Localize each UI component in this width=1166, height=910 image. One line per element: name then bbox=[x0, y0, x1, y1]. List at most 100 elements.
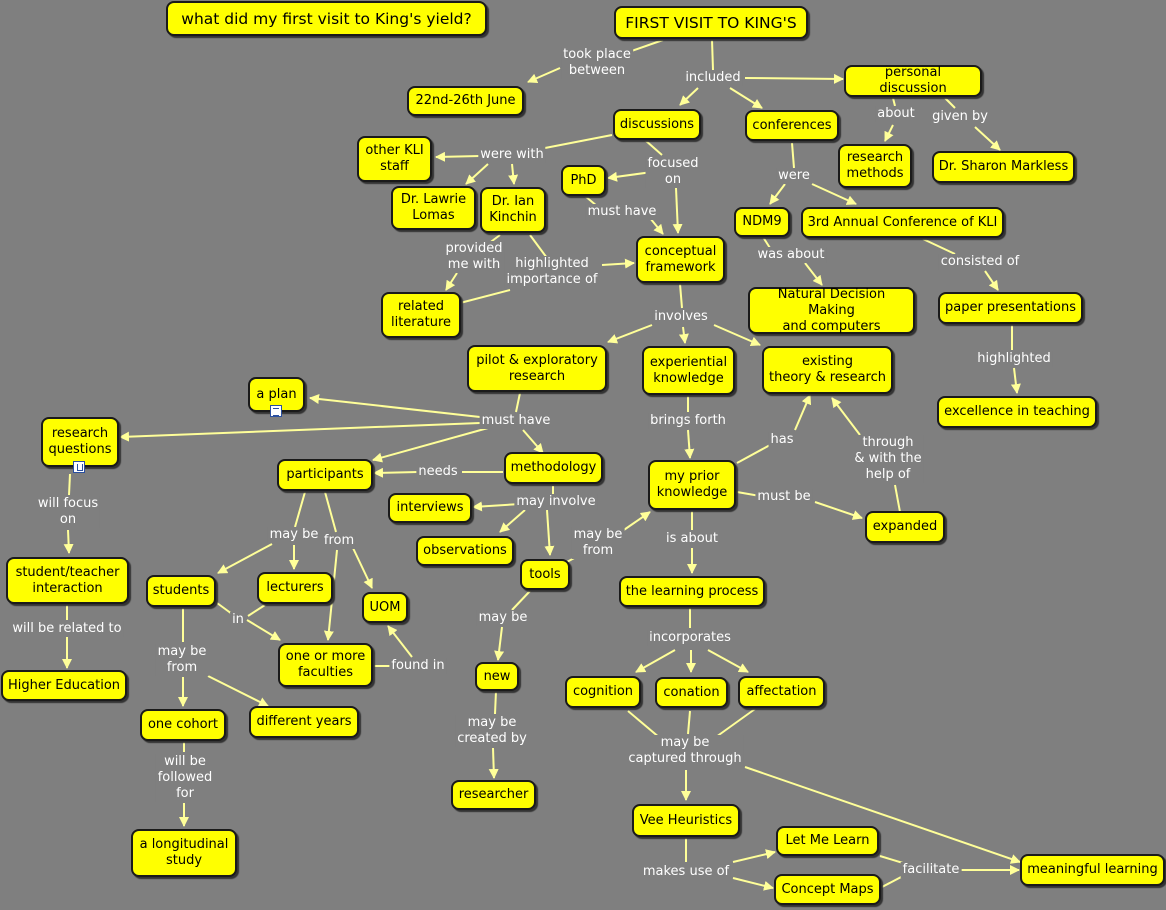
edge bbox=[894, 484, 901, 513]
node-cognition[interactable]: cognition bbox=[565, 676, 641, 708]
node-longitudinal-study[interactable]: a longitudinal study bbox=[131, 829, 237, 877]
link-needs: needs bbox=[416, 464, 460, 480]
node-methodology[interactable]: methodology bbox=[504, 452, 603, 484]
node-natural-decision-making[interactable]: Natural Decision Making and computers bbox=[748, 287, 915, 334]
document-icon[interactable] bbox=[270, 405, 282, 417]
node-tools[interactable]: tools bbox=[520, 559, 570, 590]
node-learning-process[interactable]: the learning process bbox=[619, 576, 765, 607]
link-took-place-between: took place between bbox=[561, 47, 633, 79]
edge bbox=[881, 875, 904, 888]
link-provided-me-with: provided me with bbox=[443, 241, 505, 273]
edge bbox=[635, 649, 676, 673]
edge bbox=[879, 855, 904, 864]
node-lawrie-lomas[interactable]: Dr. Lawrie Lomas bbox=[391, 186, 476, 230]
node-annual-conference[interactable]: 3rd Annual Conference of KLI bbox=[801, 207, 1004, 238]
edge bbox=[488, 747, 499, 779]
node-vee-heuristics[interactable]: Vee Heuristics bbox=[632, 804, 740, 837]
link-captured-through: may be captured through bbox=[626, 735, 744, 767]
node-different-years[interactable]: different years bbox=[249, 706, 359, 738]
node-let-me-learn[interactable]: Let Me Learn bbox=[776, 826, 879, 856]
node-student-teacher-interaction[interactable]: student/teacher interaction bbox=[6, 557, 129, 604]
node-observations[interactable]: observations bbox=[416, 536, 514, 566]
edge bbox=[607, 171, 653, 182]
link-focused-on: focused on bbox=[645, 156, 701, 188]
node-lecturers[interactable]: lecturers bbox=[257, 572, 333, 604]
node-research-methods[interactable]: research methods bbox=[838, 144, 912, 188]
node-excellence-teaching[interactable]: excellence in teaching bbox=[937, 396, 1097, 428]
node-new[interactable]: new bbox=[475, 662, 519, 691]
edge bbox=[892, 97, 896, 107]
node-prior-knowledge[interactable]: my prior knowledge bbox=[648, 460, 736, 510]
edge bbox=[324, 491, 337, 533]
edge bbox=[246, 619, 281, 641]
node-affectation[interactable]: affectation bbox=[738, 676, 825, 708]
edge bbox=[515, 392, 521, 413]
edge bbox=[373, 467, 419, 478]
node-uom[interactable]: UOM bbox=[362, 592, 408, 623]
node-conation[interactable]: conation bbox=[655, 677, 728, 708]
question-title[interactable]: what did my first visit to King's yield? bbox=[166, 1, 487, 36]
edge bbox=[352, 547, 373, 589]
link-is-about: is about bbox=[663, 531, 721, 547]
node-first-visit[interactable]: FIRST VISIT TO KING'S bbox=[614, 6, 808, 39]
edge bbox=[649, 217, 664, 235]
edge bbox=[119, 422, 481, 442]
link-through-help-of: through & with the help of bbox=[852, 435, 924, 483]
edge bbox=[794, 394, 812, 431]
edge bbox=[736, 444, 771, 464]
link-consisted-of: consisted of bbox=[938, 254, 1022, 270]
node-research-questions[interactable]: research questions bbox=[41, 417, 119, 467]
edge bbox=[387, 625, 413, 658]
node-related-literature[interactable]: related literature bbox=[381, 292, 461, 338]
node-dates[interactable]: 22nd-26th June bbox=[407, 86, 524, 116]
node-interviews[interactable]: interviews bbox=[388, 493, 472, 523]
node-concept-maps[interactable]: Concept Maps bbox=[774, 874, 881, 905]
node-participants[interactable]: participants bbox=[277, 459, 373, 491]
edge bbox=[687, 710, 691, 735]
edge bbox=[212, 599, 233, 615]
edge bbox=[527, 67, 561, 83]
edge bbox=[769, 183, 786, 205]
node-faculties[interactable]: one or more faculties bbox=[278, 643, 373, 687]
edge bbox=[679, 87, 699, 106]
node-researcher[interactable]: researcher bbox=[451, 780, 536, 810]
node-discussions[interactable]: discussions bbox=[613, 109, 701, 140]
link-must-be: must be bbox=[755, 489, 813, 505]
edge bbox=[544, 509, 555, 556]
node-other-kli-staff[interactable]: other KLI staff bbox=[357, 136, 432, 182]
node-students[interactable]: students bbox=[146, 575, 216, 607]
edge bbox=[814, 501, 863, 520]
edge bbox=[684, 429, 695, 459]
link-has: has bbox=[768, 432, 796, 448]
link-brings-forth: brings forth bbox=[648, 413, 728, 429]
edge bbox=[711, 39, 714, 71]
concept-map-icon[interactable] bbox=[73, 461, 85, 473]
edge bbox=[309, 394, 481, 418]
node-ndm9[interactable]: NDM9 bbox=[734, 207, 790, 237]
node-existing-theory[interactable]: existing theory & research bbox=[762, 346, 893, 394]
node-higher-education[interactable]: Higher Education bbox=[1, 670, 127, 701]
edge bbox=[1010, 367, 1021, 394]
edge bbox=[607, 324, 653, 344]
edge bbox=[744, 73, 844, 84]
edge bbox=[68, 473, 71, 496]
node-sharon-markless[interactable]: Dr. Sharon Markless bbox=[932, 151, 1075, 183]
edge bbox=[544, 134, 613, 149]
node-conceptual-framework[interactable]: conceptual framework bbox=[636, 236, 725, 283]
node-meaningful-learning[interactable]: meaningful learning bbox=[1020, 854, 1165, 886]
node-ian-kinchin[interactable]: Dr. Ian Kinchin bbox=[480, 187, 546, 233]
link-in: in bbox=[230, 612, 246, 628]
link-were-with: were with bbox=[478, 147, 546, 163]
node-experiential-knowledge[interactable]: experiential knowledge bbox=[642, 346, 735, 395]
node-expanded[interactable]: expanded bbox=[865, 511, 945, 543]
node-one-cohort[interactable]: one cohort bbox=[140, 709, 226, 741]
node-phd[interactable]: PhD bbox=[561, 165, 606, 196]
edge bbox=[707, 649, 749, 673]
edge bbox=[974, 126, 1001, 151]
node-conferences[interactable]: conferences bbox=[745, 110, 839, 141]
node-personal-discussion[interactable]: personal discussion bbox=[844, 65, 982, 97]
node-paper-presentations[interactable]: paper presentations bbox=[938, 292, 1083, 324]
node-pilot-research[interactable]: pilot & exploratory research bbox=[467, 345, 607, 392]
edge bbox=[207, 675, 269, 707]
edge bbox=[672, 187, 683, 234]
